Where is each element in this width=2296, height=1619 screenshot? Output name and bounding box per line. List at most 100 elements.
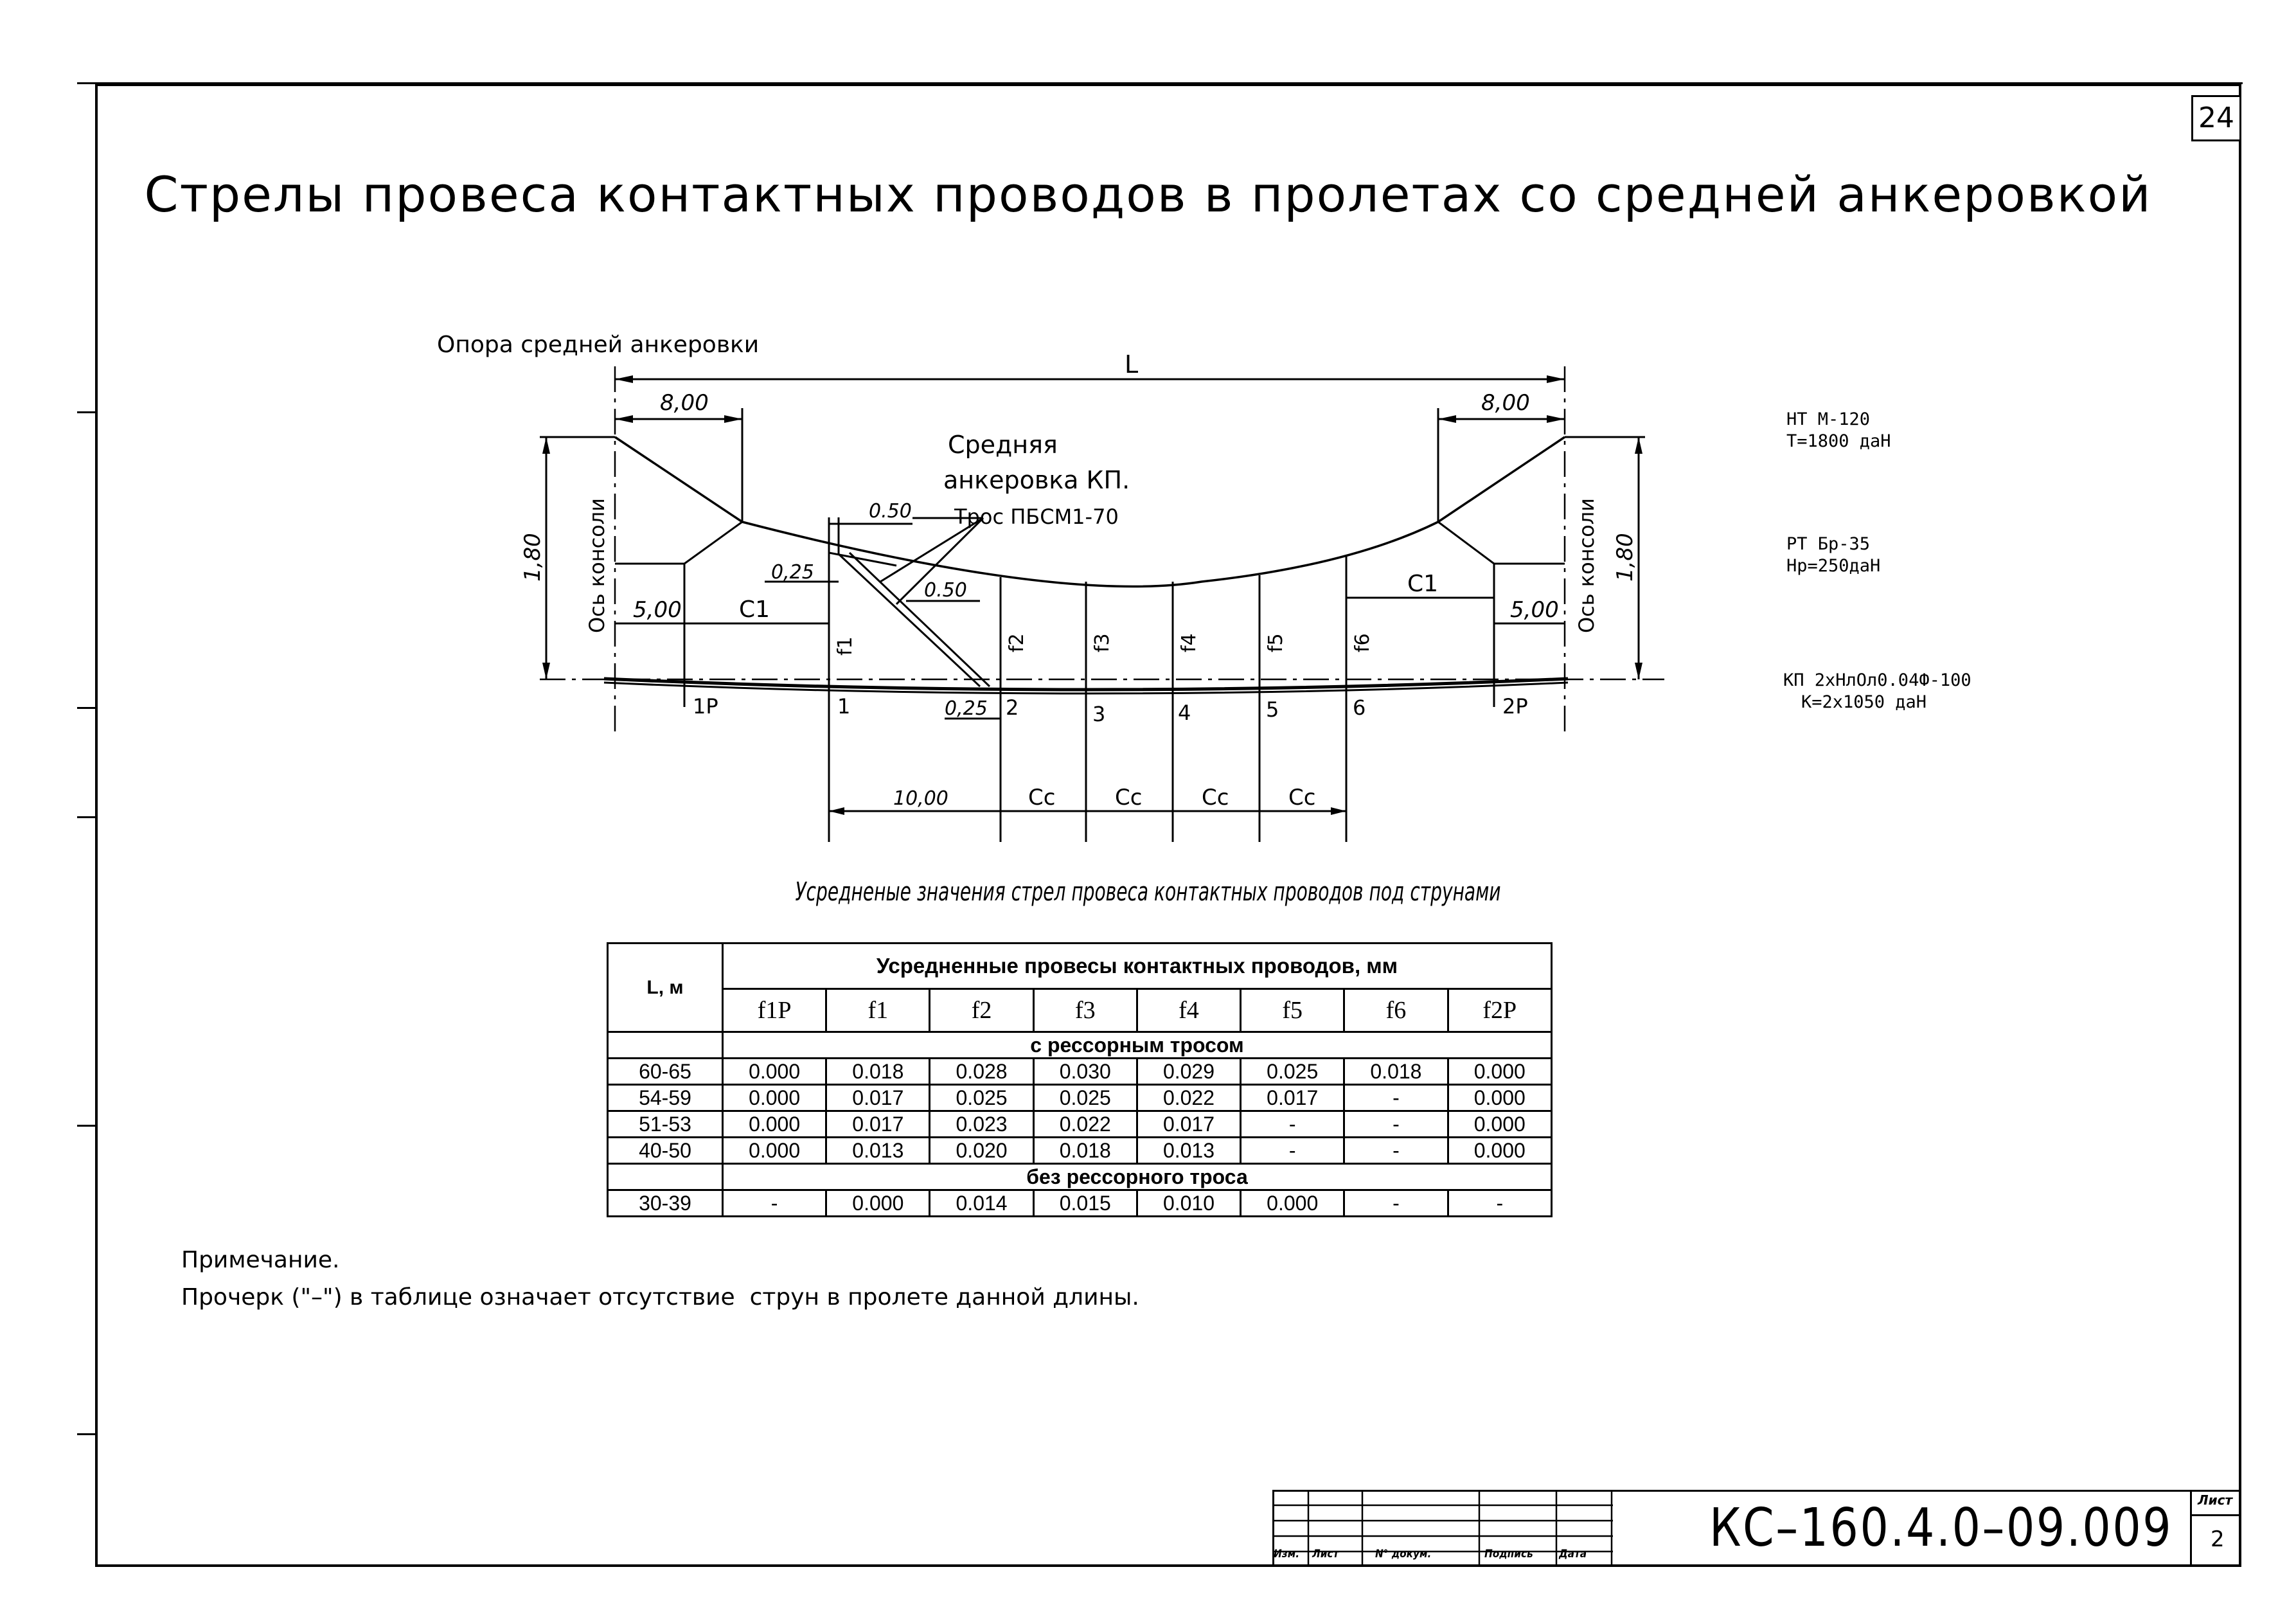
table-cell: 0.030 (1032, 1057, 1138, 1086)
top-rule (77, 82, 2243, 84)
spec-nt-line1: НТ М-120 (1786, 409, 1871, 429)
spec-nt-line2: Т=1800 даН (1786, 431, 1891, 451)
margin-tick (77, 1433, 96, 1435)
table-row: 51-53 0.000 0.017 0.023 0.022 0.017 - - … (607, 1110, 1553, 1138)
group-label: с рессорным тросом (722, 1031, 1553, 1059)
dim-10: 10,00 (893, 787, 948, 810)
table-cell: 0.000 (1446, 1084, 1553, 1112)
table-cell: 0.010 (1135, 1189, 1242, 1217)
table-cell: 0.013 (825, 1136, 931, 1165)
table-cell: 0.000 (721, 1057, 828, 1086)
spec-kp-line1: КП 2хНлОл0.04Ф-100 (1783, 670, 1971, 690)
f4-label: f4 (1178, 633, 1200, 652)
margin-tick (77, 411, 96, 413)
table-cell: 0.025 (1240, 1057, 1346, 1086)
table-cell: - (1343, 1110, 1449, 1138)
table-cell: 0.015 (1032, 1189, 1138, 1217)
table-cell: 0.000 (1446, 1110, 1553, 1138)
table-cell: 0.000 (825, 1189, 931, 1217)
table-cell: 0.013 (1135, 1136, 1242, 1165)
table-row: 40-50 0.000 0.013 0.020 0.018 0.013 - - … (607, 1136, 1553, 1165)
sheet-cell-divider (2190, 1514, 2241, 1516)
point-1: 1 (837, 694, 850, 719)
table-cell: 0.017 (1135, 1110, 1242, 1138)
f6-label: f6 (1351, 633, 1374, 652)
table-cell: 0.029 (1135, 1057, 1242, 1086)
note-text: Прочерк ("–") в таблице означает отсутст… (181, 1284, 1139, 1310)
dim-5-left: 5,00 (633, 597, 682, 623)
table-cell: 0.000 (1446, 1057, 1553, 1086)
group-spacer (607, 1031, 724, 1059)
table-cell: - (1446, 1189, 1553, 1217)
table-cell: 0.025 (929, 1084, 1035, 1112)
c1-right: C1 (1407, 571, 1438, 597)
axis-label-left: Ось консоли (585, 498, 609, 633)
table-cell: - (1240, 1110, 1346, 1138)
table-cell: 0.014 (929, 1189, 1035, 1217)
table-cell: 0.022 (1135, 1084, 1242, 1112)
point-2: 2 (1006, 695, 1019, 720)
point-6: 6 (1353, 695, 1366, 720)
catenary-diagram: Опора средней анкеровки L 8,00 8,00 1,80… (437, 332, 1664, 842)
spec-nt: НТ М-120 Т=1800 даН (1786, 409, 1891, 452)
sheet-border (95, 84, 2241, 1567)
sag-table: L, м Усредненные провесы контактных пров… (607, 942, 1553, 1217)
group-spacer (607, 1163, 724, 1191)
table-cell: 0.017 (825, 1110, 931, 1138)
dim-025-bottom: 0,25 (945, 697, 988, 720)
point-4: 4 (1178, 701, 1191, 725)
f3-label: f3 (1091, 633, 1114, 652)
column-header: f6 (1343, 988, 1449, 1033)
table-cell: 0.018 (1032, 1136, 1138, 1165)
table-row: 54-59 0.000 0.017 0.025 0.025 0.022 0.01… (607, 1084, 1553, 1112)
cc-label-1: Cc (1028, 785, 1055, 810)
axis-label-right: Ось консоли (1574, 498, 1599, 633)
dim-050-top: 0.50 (869, 500, 912, 523)
mid-anchor-line1: Средняя (948, 431, 1058, 459)
column-header: f5 (1240, 988, 1346, 1033)
f5-label: f5 (1265, 633, 1287, 652)
point-5: 5 (1266, 697, 1279, 722)
table-row: 60-65 0.000 0.018 0.028 0.030 0.029 0.02… (607, 1057, 1553, 1086)
tb-label-sign: Подпись (1484, 1548, 1533, 1561)
table-cell: 0.023 (929, 1110, 1035, 1138)
sheet-number: 24 (2191, 95, 2241, 141)
table-cell: - (721, 1189, 828, 1217)
table-cell: - (1240, 1136, 1346, 1165)
margin-tick (77, 816, 96, 818)
column-header: f2 (929, 988, 1035, 1033)
dim-8-left: 8,00 (660, 390, 709, 416)
sheet-cell-value: 2 (2211, 1526, 2225, 1552)
dim-180-right: 1,80 (1612, 533, 1638, 582)
table-cell: 0.018 (1343, 1057, 1449, 1086)
table-cell: 0.017 (825, 1084, 931, 1112)
column-header: f4 (1135, 988, 1242, 1033)
cc-label-2: Cc (1115, 785, 1142, 810)
dim-5-right: 5,00 (1510, 597, 1559, 623)
spec-rt-line1: РТ Бр-35 (1786, 534, 1871, 554)
cc-label-3: Cc (1202, 785, 1229, 810)
table-cell: 51-53 (607, 1110, 724, 1138)
table-cell: 60-65 (607, 1057, 724, 1086)
table-cell: - (1343, 1189, 1449, 1217)
spec-kp: КП 2хНлОл0.04Ф-100 К=2х1050 даН (1783, 670, 1971, 713)
margin-tick (77, 1125, 96, 1127)
table-cell: 0.022 (1032, 1110, 1138, 1138)
sheet-cell (2190, 1490, 2241, 1567)
span-label: L (1125, 350, 1138, 379)
margin-tick (77, 707, 96, 709)
table-cell: 0.017 (1240, 1084, 1346, 1112)
tb-label-docno: N° докум. (1375, 1548, 1432, 1561)
f1-label: f1 (834, 636, 857, 656)
spec-kp-line2: К=2х1050 даН (1801, 692, 1927, 712)
point-2r: 2Р (1502, 694, 1528, 719)
dim-8-right: 8,00 (1481, 390, 1530, 416)
tb-label-list: Лист (1312, 1548, 1339, 1561)
spec-rt-line2: Нр=250даН (1786, 556, 1881, 576)
tb-label-date: Дата (1559, 1548, 1587, 1561)
table-cell: - (1343, 1084, 1449, 1112)
table-cell: 54-59 (607, 1084, 724, 1112)
document-code: КС–160.4.0–09.009 (1709, 1498, 2173, 1559)
cc-label-4: Cc (1288, 785, 1315, 810)
table-header-L: L, м (607, 942, 724, 1033)
